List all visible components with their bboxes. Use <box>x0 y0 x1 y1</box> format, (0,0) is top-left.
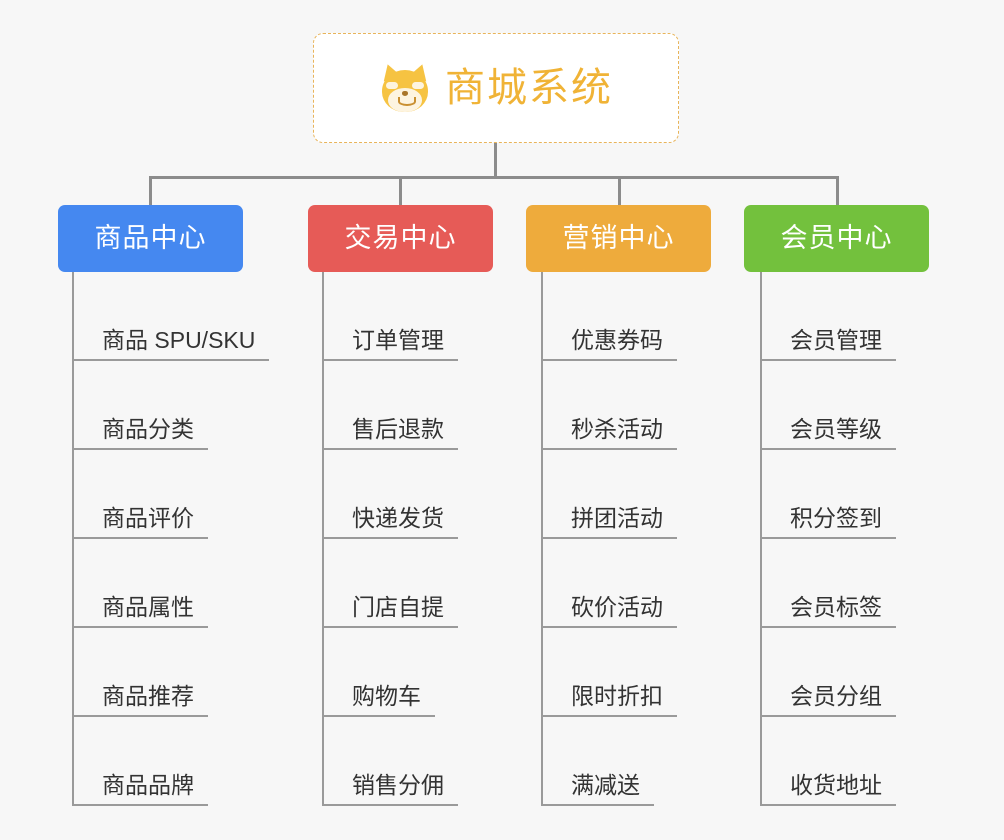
leaf-item[interactable]: 拼团活动 <box>541 450 677 539</box>
leaf-item[interactable]: 商品属性 <box>72 539 208 628</box>
leaf-item[interactable]: 门店自提 <box>322 539 458 628</box>
column-spine <box>72 272 74 806</box>
leaf-label: 订单管理 <box>352 326 444 353</box>
column-spine <box>322 272 324 806</box>
leaf-item[interactable]: 销售分佣 <box>322 717 458 806</box>
connector-horizontal-bus <box>149 176 839 179</box>
leaf-label: 会员管理 <box>790 326 882 353</box>
leaf-label: 商品属性 <box>102 593 194 620</box>
leaf-label: 会员分组 <box>790 682 882 709</box>
leaf-item[interactable]: 砍价活动 <box>541 539 677 628</box>
leaf-label: 限时折扣 <box>571 682 663 709</box>
leaf-label: 商品评价 <box>102 504 194 531</box>
category-label: 会员中心 <box>780 223 893 253</box>
connector-root-stem <box>494 143 497 179</box>
connector-drop-4 <box>836 176 839 205</box>
column-spine <box>541 272 543 806</box>
connector-drop-2 <box>399 176 402 205</box>
shiba-inu-icon <box>379 61 431 114</box>
category-label: 营销中心 <box>562 223 675 253</box>
root-title: 商城系统 <box>445 66 613 110</box>
leaf-label: 会员等级 <box>790 415 882 442</box>
column-spine <box>760 272 762 806</box>
leaf-item[interactable]: 收货地址 <box>760 717 896 806</box>
leaf-label: 门店自提 <box>352 593 444 620</box>
leaf-item[interactable]: 满减送 <box>541 717 654 806</box>
leaf-item[interactable]: 订单管理 <box>322 272 458 361</box>
leaf-item[interactable]: 限时折扣 <box>541 628 677 717</box>
connector-drop-3 <box>618 176 621 205</box>
leaf-item[interactable]: 会员分组 <box>760 628 896 717</box>
root-node[interactable]: 商城系统 <box>313 33 679 143</box>
leaf-item[interactable]: 快递发货 <box>322 450 458 539</box>
leaf-label: 售后退款 <box>352 415 444 442</box>
leaf-label: 快递发货 <box>352 504 444 531</box>
leaf-label: 商品分类 <box>102 415 194 442</box>
leaf-label: 会员标签 <box>790 593 882 620</box>
leaf-item[interactable]: 会员等级 <box>760 361 896 450</box>
category-box-marketing-center[interactable]: 营销中心 <box>526 205 711 272</box>
leaf-item[interactable]: 秒杀活动 <box>541 361 677 450</box>
leaf-label: 购物车 <box>352 682 421 709</box>
leaf-item[interactable]: 商品分类 <box>72 361 208 450</box>
leaf-item[interactable]: 会员标签 <box>760 539 896 628</box>
leaf-label: 秒杀活动 <box>571 415 663 442</box>
leaf-label: 收货地址 <box>790 771 882 798</box>
leaf-item[interactable]: 商品评价 <box>72 450 208 539</box>
leaf-label: 商品品牌 <box>102 771 194 798</box>
leaf-item[interactable]: 商品推荐 <box>72 628 208 717</box>
connector-drop-1 <box>149 176 152 205</box>
category-label: 商品中心 <box>94 223 207 253</box>
leaf-item[interactable]: 商品品牌 <box>72 717 208 806</box>
leaf-item[interactable]: 优惠券码 <box>541 272 677 361</box>
leaf-label: 拼团活动 <box>571 504 663 531</box>
leaf-item[interactable]: 会员管理 <box>760 272 896 361</box>
leaf-item[interactable]: 积分签到 <box>760 450 896 539</box>
leaf-label: 满减送 <box>571 771 640 798</box>
category-box-product-center[interactable]: 商品中心 <box>58 205 243 272</box>
leaf-label: 商品推荐 <box>102 682 194 709</box>
leaf-label: 优惠券码 <box>571 326 663 353</box>
leaf-item[interactable]: 售后退款 <box>322 361 458 450</box>
category-label: 交易中心 <box>344 223 457 253</box>
category-box-member-center[interactable]: 会员中心 <box>744 205 929 272</box>
leaf-label: 商品 SPU/SKU <box>102 326 256 353</box>
leaf-label: 砍价活动 <box>571 593 663 620</box>
leaf-label: 销售分佣 <box>352 771 444 798</box>
leaf-label: 积分签到 <box>790 504 882 531</box>
category-box-trade-center[interactable]: 交易中心 <box>308 205 493 272</box>
leaf-item[interactable]: 商品 SPU/SKU <box>72 272 270 361</box>
leaf-item[interactable]: 购物车 <box>322 628 435 717</box>
